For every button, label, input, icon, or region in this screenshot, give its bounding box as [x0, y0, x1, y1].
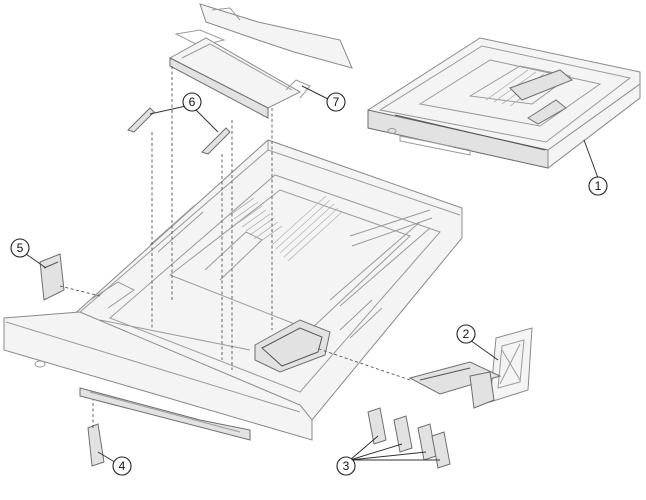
main-tray-assembly [3, 139, 463, 441]
callout-3: 3 [336, 456, 356, 476]
callout-6-label: 6 [189, 95, 196, 109]
assembled-tray-item-1 [367, 37, 641, 170]
side-bracket-item-5 [39, 253, 65, 301]
paper-guide-item-2 [408, 327, 533, 409]
callout-7: 7 [326, 92, 346, 112]
lever-pair-item-6 [127, 107, 231, 155]
callout-2: 2 [456, 324, 476, 344]
callout-3-label: 3 [343, 459, 350, 473]
callout-4-label: 4 [119, 459, 126, 473]
callout-leader-lines [25, 85, 599, 465]
callout-1: 1 [588, 176, 608, 196]
callout-5: 5 [10, 238, 30, 258]
clip-set-item-3 [367, 407, 451, 469]
callout-2-label: 2 [463, 327, 470, 341]
callout-4: 4 [112, 456, 132, 476]
callout-6: 6 [182, 92, 202, 112]
callout-7-label: 7 [333, 95, 340, 109]
small-bracket-item-4 [87, 423, 105, 467]
callout-1-label: 1 [595, 179, 602, 193]
assembly-dashed-lines [59, 66, 411, 428]
callout-5-label: 5 [17, 241, 24, 255]
tray-extension-item-7 [168, 3, 353, 119]
